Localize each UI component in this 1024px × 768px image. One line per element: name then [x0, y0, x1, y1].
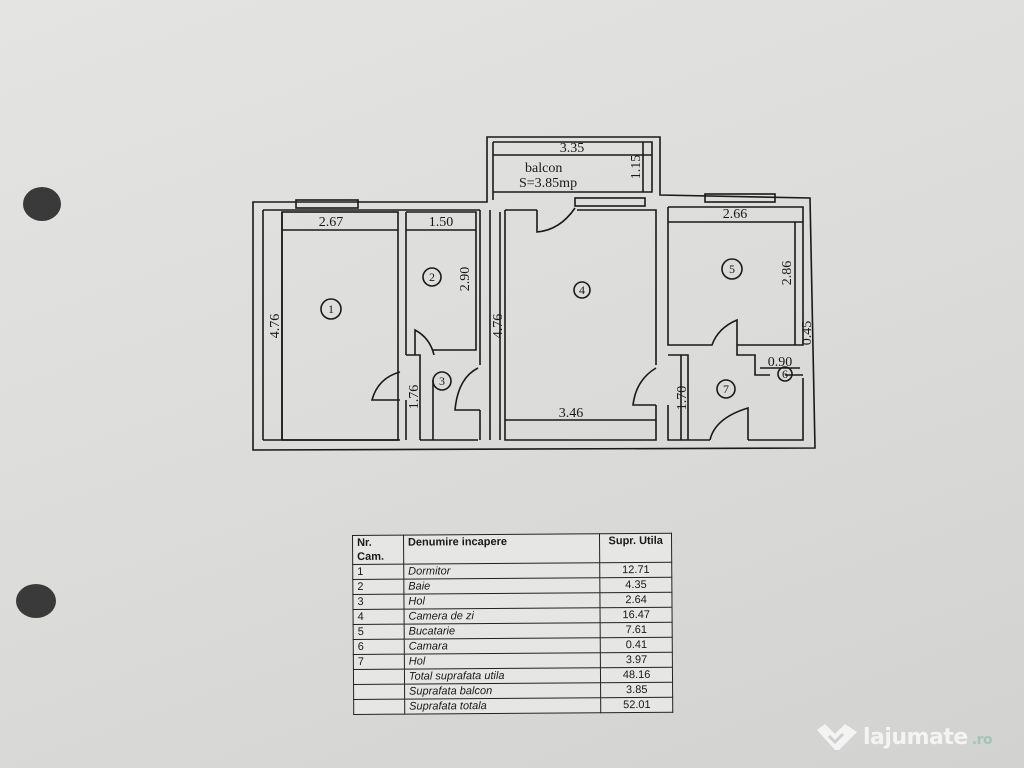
dim-room7-length: 1.70 — [675, 386, 690, 411]
balcony-label: balcon — [525, 161, 562, 176]
row-nr: 3 — [352, 594, 404, 610]
row-name: Camera de zi — [403, 607, 601, 625]
room-number-1: 1 — [328, 302, 334, 316]
row-name: Suprafata totala — [404, 697, 602, 715]
row-area: 3.97 — [600, 652, 673, 668]
dim-room2-length: 2.90 — [458, 267, 473, 292]
row-name: Hol — [404, 652, 601, 670]
row-nr: 6 — [353, 639, 405, 655]
dim-balcony-depth: 1.15 — [629, 155, 644, 180]
room-number-3: 3 — [439, 374, 445, 388]
dim-room6-depth: 0.45 — [800, 321, 815, 346]
dim-room5-length: 2.86 — [780, 261, 795, 286]
punch-hole-bottom — [16, 584, 56, 618]
row-area: 0.41 — [600, 637, 673, 653]
row-name: Hol — [403, 592, 601, 610]
row-area: 2.64 — [600, 592, 673, 608]
dim-room3-length: 1.76 — [407, 385, 422, 410]
dim-room1-width: 2.67 — [319, 215, 344, 230]
row-nr — [353, 684, 405, 700]
dim-balcony-width: 3.35 — [560, 141, 585, 156]
room-number-2: 2 — [429, 270, 435, 284]
row-nr: 4 — [353, 609, 405, 625]
row-name: Camara — [404, 637, 601, 655]
room-number-7: 7 — [723, 382, 729, 396]
dim-room6-width: 0.90 — [768, 355, 793, 370]
row-area: 52.01 — [600, 697, 673, 713]
dim-room4-length: 4.76 — [491, 314, 506, 339]
row-nr: 2 — [352, 579, 404, 595]
room-number-4: 4 — [579, 283, 585, 297]
row-area: 12.71 — [599, 562, 672, 578]
header-area: Supr. Utila — [599, 533, 672, 563]
handshake-logo-icon — [817, 724, 857, 750]
watermark-tld: .ro — [971, 732, 993, 748]
row-name: Suprafata balcon — [404, 682, 601, 700]
dim-room2-width: 1.50 — [429, 215, 454, 230]
row-nr — [353, 669, 405, 685]
table-header-row: Nr. Cam. Denumire incapere Supr. Utila — [352, 533, 672, 565]
room-number-6: 6 — [782, 367, 788, 381]
watermark-brand: lajumate — [863, 724, 968, 750]
row-area: 16.47 — [600, 607, 673, 623]
punch-hole-top — [23, 187, 61, 221]
row-nr — [353, 699, 405, 715]
row-area: 7.61 — [600, 622, 673, 638]
row-area: 4.35 — [600, 577, 672, 593]
dim-room1-length: 4.76 — [268, 314, 283, 339]
header-name: Denumire incapere — [403, 533, 600, 565]
row-nr: 1 — [352, 564, 404, 580]
row-area: 3.85 — [600, 682, 673, 698]
row-name: Baie — [403, 577, 601, 595]
row-name: Bucatarie — [404, 622, 601, 640]
row-area: 48.16 — [600, 667, 673, 683]
balcony-area: S=3.85mp — [519, 176, 577, 191]
row-nr: 7 — [353, 654, 405, 670]
dim-room4-width: 3.46 — [559, 406, 584, 421]
row-nr: 5 — [353, 624, 405, 640]
dim-room5-width: 2.66 — [723, 207, 748, 222]
row-name: Total suprafata utila — [404, 667, 601, 685]
watermark: lajumate.ro — [815, 722, 993, 752]
row-name: Dormitor — [403, 562, 601, 580]
room-area-table: Nr. Cam. Denumire incapere Supr. Utila 1… — [352, 532, 674, 715]
header-nr: Nr. Cam. — [352, 535, 404, 565]
room-number-5: 5 — [729, 262, 735, 276]
floor-plan: 1 2 3 4 5 6 7 balcon S=3.85mp 3.35 1.15 … — [252, 136, 816, 451]
